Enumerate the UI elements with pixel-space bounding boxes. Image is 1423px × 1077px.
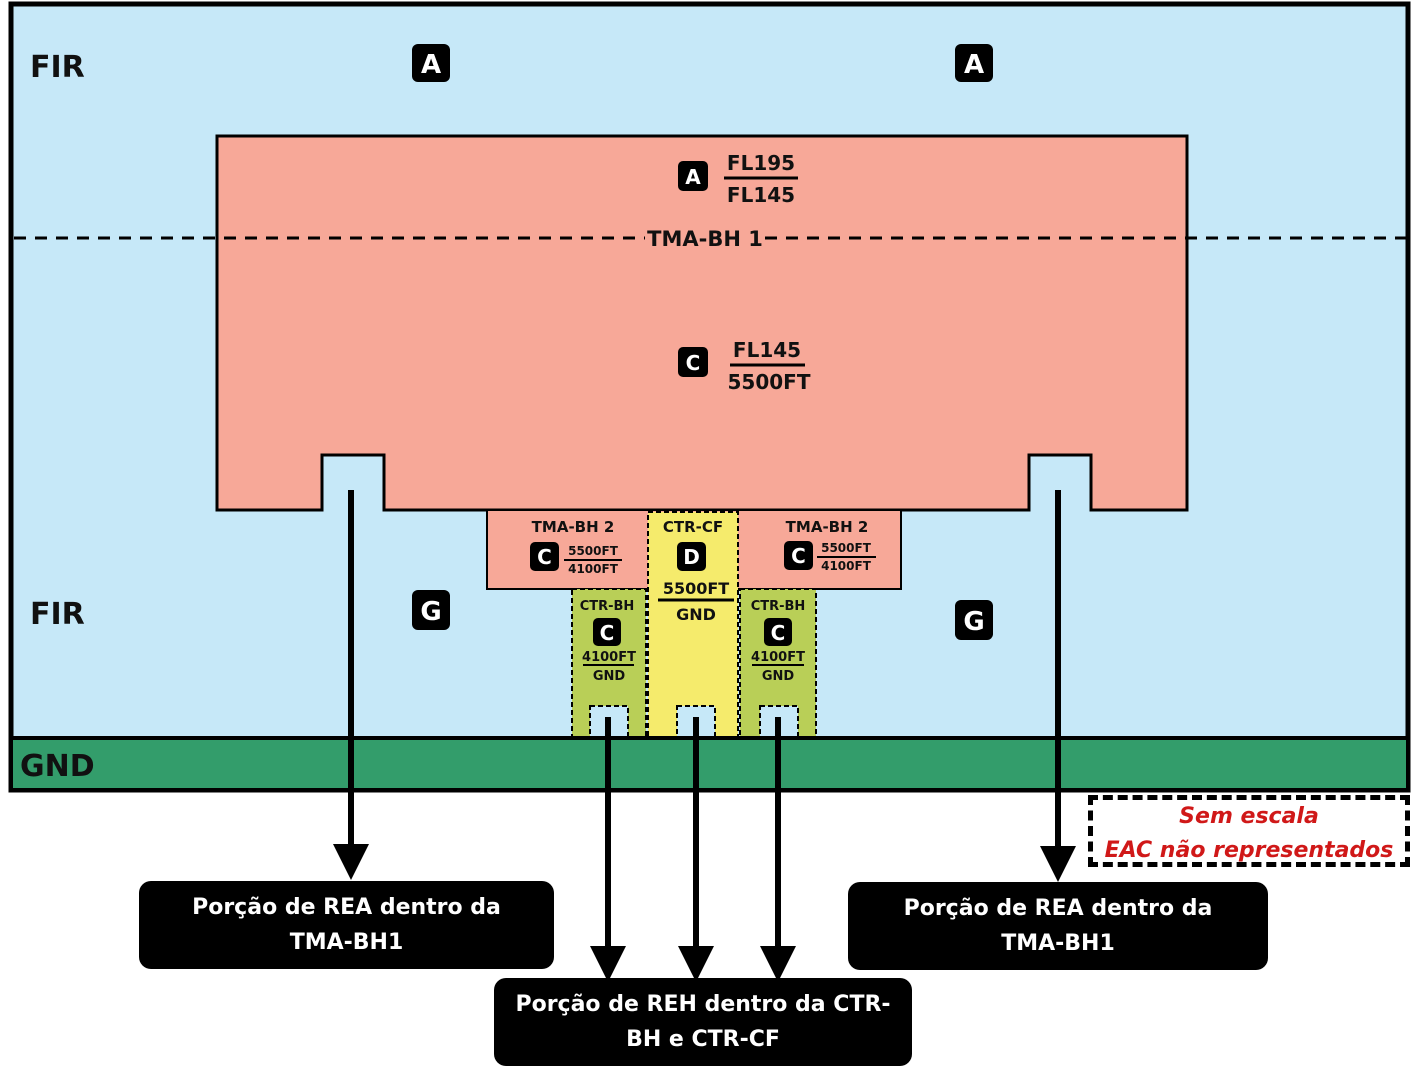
tma-bh1-lower-class: C [678,347,708,377]
svg-text:A: A [421,50,441,80]
scale-note: Sem escala EAC não representados [1088,795,1410,867]
tma-bh1-lower-top: FL145 [733,338,801,362]
svg-text:D: D [683,545,700,569]
tma-bh2-right-bottom: 4100FT [821,559,872,573]
svg-text:C: C [537,545,552,569]
tma-bh1-label: TMA-BH 1 [647,227,763,251]
class-badge-g-right: G [955,600,993,640]
note-line-1: Sem escala [1179,804,1319,829]
svg-text:A: A [964,50,984,80]
ctr-cf-bottom: GND [676,605,716,624]
tma-bh1-upper-top: FL195 [727,151,795,175]
callout-reh: Porção de REH dentro da CTR- BH e CTR-CF [494,978,912,1066]
callout-rea-left-line2: TMA-BH1 [289,930,404,955]
callout-reh-line2: BH e CTR-CF [626,1027,780,1052]
tma-bh2-left-top: 5500FT [568,544,619,558]
tma-bh2-left-class: C [530,542,559,571]
ctr-bh-left-top: 4100FT [582,650,636,665]
tma-bh2-right-name: TMA-BH 2 [786,518,869,536]
callout-rea-left-line1: Porção de REA dentro da [192,895,501,920]
svg-text:C: C [791,544,806,568]
ctr-bh-right-bottom: GND [762,669,795,684]
tma-bh2-left-name: TMA-BH 2 [532,518,615,536]
svg-text:A: A [685,165,701,189]
callout-reh-line1: Porção de REH dentro da CTR- [515,992,891,1017]
ctr-bh-left-bottom: GND [593,669,626,684]
callout-rea-right-line1: Porção de REA dentro da [903,896,1213,921]
ctr-bh-right-name: CTR-BH [751,599,806,614]
tma-bh1-area [215,134,1189,512]
svg-text:C: C [771,621,786,645]
ctr-cf-class: D [677,542,706,571]
tma-bh1-upper-bottom: FL145 [727,183,795,207]
callout-rea-right: Porção de REA dentro da TMA-BH1 [848,882,1268,970]
tma-bh2-left-bottom: 4100FT [568,562,619,576]
tma-bh1-lower-bottom: 5500FT [728,370,811,394]
ctr-cf-name: CTR-CF [663,518,723,536]
class-badge-g-left: G [412,590,450,630]
callout-rea-right-line2: TMA-BH1 [1001,931,1115,956]
ground-label: GND [20,749,95,784]
class-badge-a-left: A [412,44,450,82]
ctr-bh-right-class: C [764,618,792,646]
class-badge-a-right: A [955,44,993,82]
svg-text:G: G [963,607,984,637]
tma-bh2-right-class: C [784,541,813,570]
tma-bh1-upper-class: A [678,161,708,191]
svg-text:G: G [420,597,441,627]
ground-strip [9,736,1410,792]
tma-bh2-right-top: 5500FT [821,541,872,555]
svg-text:C: C [686,351,701,375]
callout-rea-left: Porção de REA dentro da TMA-BH1 [139,881,554,969]
fir-label-lower: FIR [30,597,85,632]
ctr-cf-top: 5500FT [663,579,729,598]
note-line-2: EAC não representados [1104,838,1394,863]
ctr-bh-right-top: 4100FT [751,650,805,665]
ctr-bh-left-class: C [593,618,621,646]
ctr-bh-left-name: CTR-BH [580,599,635,614]
svg-text:C: C [600,621,615,645]
fir-label-upper: FIR [30,50,85,85]
